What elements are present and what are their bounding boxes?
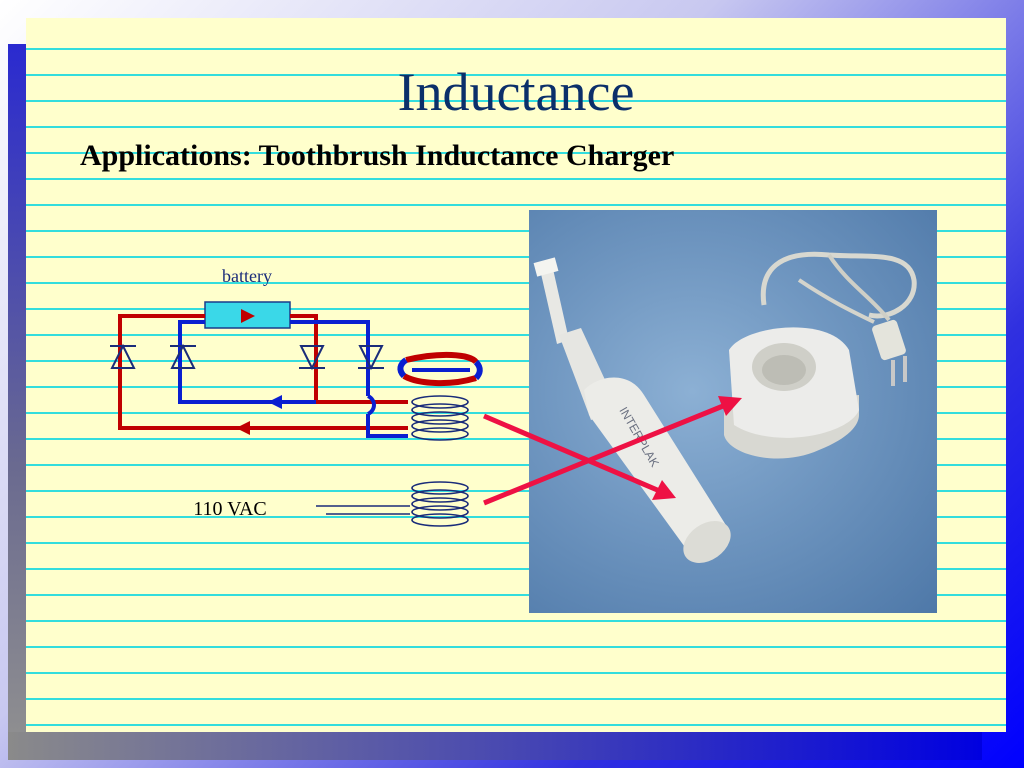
plug [872, 319, 907, 386]
slide-title: Inductance [397, 62, 635, 122]
diode-4 [358, 345, 384, 371]
toothbrush-photo: INTERPLAK [529, 210, 937, 613]
red-current-path [118, 314, 408, 430]
toothbrush-photo-illustration: INTERPLAK [533, 251, 917, 563]
blue-current-path [178, 320, 408, 438]
cord [760, 251, 917, 319]
arrow-to-toothbrush [652, 480, 676, 500]
battery-label: battery [222, 266, 272, 286]
pointer-arrows [483, 396, 742, 506]
toothbrush: INTERPLAK [533, 257, 731, 563]
slide-shadow-bottom [8, 732, 982, 760]
battery [204, 301, 291, 329]
slide-shadow-left [8, 44, 26, 748]
slide-subtitle: Applications: Toothbrush Inductance Char… [80, 139, 675, 172]
diode-3 [299, 345, 325, 371]
diode-2 [170, 343, 196, 369]
supply-leads [316, 505, 410, 515]
primary-coil [411, 481, 469, 527]
circulating-current-icon [397, 351, 483, 387]
blue-arrow-bottom [268, 395, 282, 409]
supply-label: 110 VAC [193, 498, 267, 520]
slide-canvas: Inductance Applications: Toothbrush Indu… [26, 18, 1006, 732]
arrow-to-charger [718, 396, 742, 416]
red-arrow-bottom [236, 421, 250, 435]
charger-base [724, 327, 859, 459]
secondary-coil [411, 395, 469, 441]
diode-1 [110, 343, 136, 369]
red-arrow-top [241, 309, 255, 323]
